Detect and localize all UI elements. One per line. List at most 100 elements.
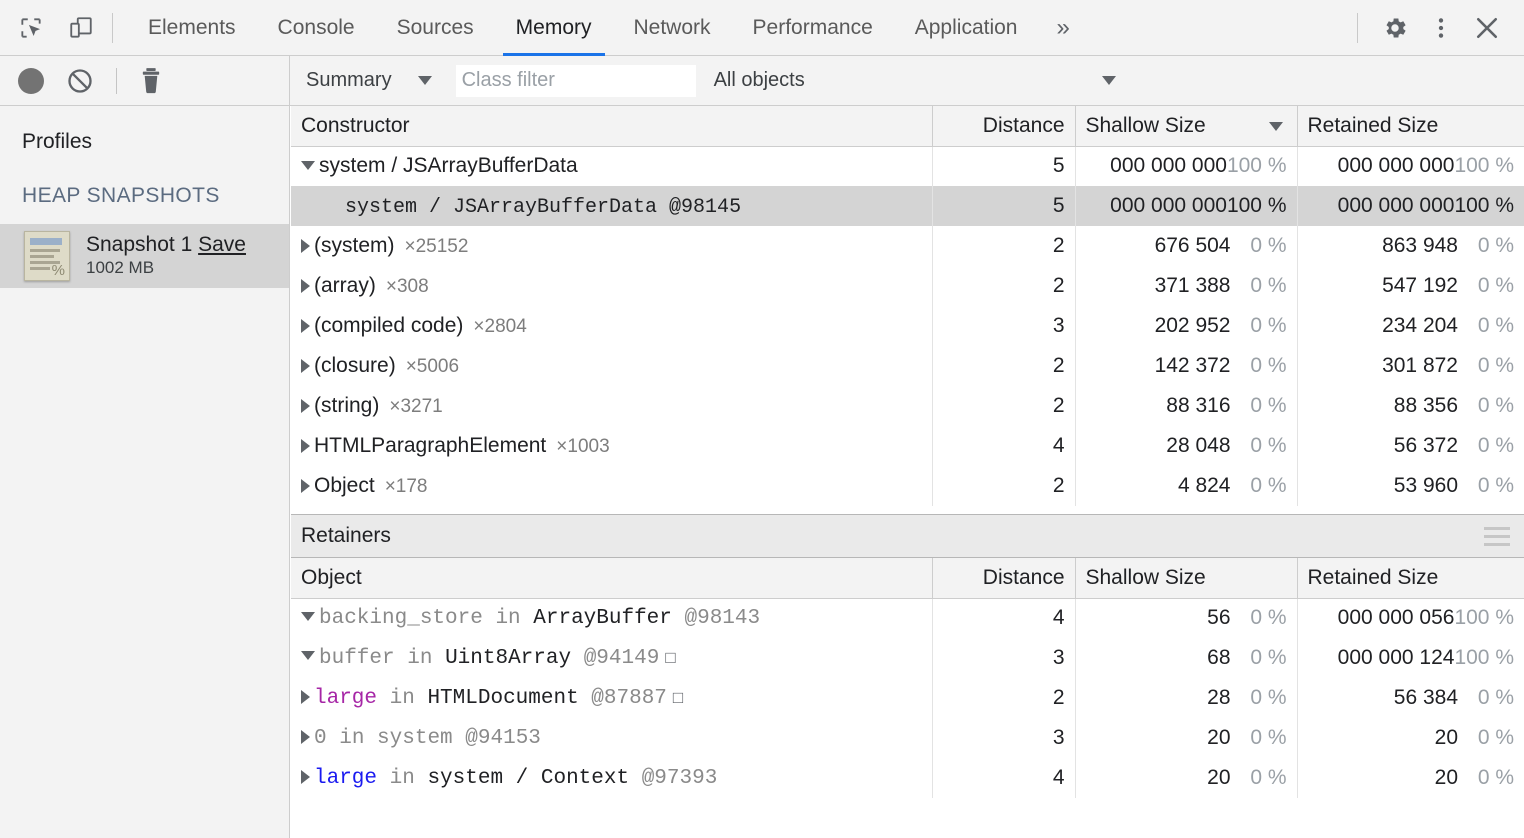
- column-header-shallow-size[interactable]: Shallow Size: [1075, 106, 1298, 147]
- expander-open-icon[interactable]: [301, 611, 315, 621]
- constructor-name: system / JSArrayBufferData @98145: [345, 195, 742, 219]
- chevron-down-icon: [417, 76, 432, 85]
- instance-count: ×178: [384, 476, 428, 497]
- snapshot-save-link[interactable]: Save: [198, 232, 246, 256]
- expander-open-icon[interactable]: [301, 651, 315, 661]
- table-row[interactable]: system / JSArrayBufferData @98145 5 000 …: [291, 186, 1524, 226]
- record-button[interactable]: [18, 67, 44, 94]
- retained-size-percent: 100 %: [1454, 194, 1514, 217]
- heap-snapshots-section-title: HEAP SNAPSHOTS: [22, 184, 220, 207]
- retainer-node-id: @87887: [591, 686, 667, 710]
- tabbar-divider: [112, 12, 113, 43]
- tab-application[interactable]: Application: [894, 0, 1039, 56]
- tab-sources[interactable]: Sources: [376, 0, 495, 56]
- retainer-node-id: @97393: [641, 766, 718, 790]
- delete-button[interactable]: [139, 67, 163, 95]
- shallow-size-cell: 142 372 0 %: [1075, 346, 1298, 386]
- more-tabs-button[interactable]: »: [1038, 0, 1087, 56]
- retained-size-value: 863 948: [1382, 234, 1458, 257]
- expander-closed-icon[interactable]: [301, 319, 310, 334]
- class-filter-input[interactable]: [455, 64, 696, 97]
- inspect-element-icon[interactable]: [14, 11, 48, 45]
- retained-size-percent: 100 %: [1454, 154, 1514, 178]
- retained-size-value: 56 384: [1393, 686, 1458, 709]
- column-header-shallow-size[interactable]: Shallow Size: [1075, 558, 1298, 599]
- expander-closed-icon[interactable]: [301, 729, 310, 744]
- three-dots-vertical-icon[interactable]: [1420, 7, 1462, 49]
- tab-elements[interactable]: Elements: [127, 0, 257, 56]
- retainers-table: Object Distance Shallow Size Retained Si…: [291, 558, 1524, 798]
- distance-cell: 4: [932, 598, 1076, 638]
- recording-controls: [0, 55, 290, 106]
- clear-button[interactable]: [66, 67, 94, 95]
- shallow-size-value: 676 504: [1154, 234, 1231, 257]
- retained-size-percent: 100 %: [1454, 646, 1514, 669]
- retainer-property: large: [314, 766, 378, 790]
- device-toolbar-icon[interactable]: [64, 11, 98, 45]
- retainers-section-header: Retainers: [291, 514, 1524, 558]
- close-icon[interactable]: [1466, 7, 1508, 49]
- distance-cell: 2: [932, 678, 1076, 718]
- tab-console[interactable]: Console: [257, 0, 376, 56]
- expander-closed-icon[interactable]: [301, 359, 310, 374]
- object-cell: large in HTMLDocument @87887□: [291, 678, 933, 718]
- expander-closed-icon[interactable]: [301, 239, 310, 254]
- retained-size-percent: 0 %: [1477, 274, 1514, 297]
- column-header-distance[interactable]: Distance: [932, 106, 1076, 147]
- shallow-size-percent: 0 %: [1250, 354, 1287, 377]
- shallow-size-value: 20: [1207, 726, 1231, 749]
- gear-icon[interactable]: [1374, 7, 1416, 49]
- retainer-keyword: in: [407, 646, 433, 670]
- object-cell: large in system / Context @97393: [291, 758, 933, 798]
- table-row[interactable]: backing_store in ArrayBuffer @98143 4 56…: [291, 598, 1524, 638]
- table-row[interactable]: system / JSArrayBufferData 5 000 000 000…: [291, 146, 1524, 186]
- tab-label: Sources: [396, 15, 474, 39]
- expander-closed-icon[interactable]: [301, 399, 310, 414]
- hamburger-menu-icon[interactable]: [1484, 526, 1510, 546]
- snapshot-list-item[interactable]: % Snapshot 1 Save 1002 MB: [0, 224, 289, 288]
- tab-memory[interactable]: Memory: [495, 0, 613, 56]
- objects-select[interactable]: All objects: [714, 69, 1134, 92]
- expander-closed-icon[interactable]: [301, 689, 310, 704]
- shallow-size-value: 371 388: [1154, 274, 1231, 297]
- memory-toolbar: Summary All objects: [0, 55, 1524, 106]
- expander-closed-icon[interactable]: [301, 769, 310, 784]
- tab-network[interactable]: Network: [613, 0, 732, 56]
- view-select[interactable]: Summary: [306, 64, 432, 98]
- tab-performance[interactable]: Performance: [732, 0, 894, 56]
- expander-open-icon[interactable]: [301, 161, 315, 171]
- column-header-retained-size[interactable]: Retained Size: [1297, 106, 1524, 147]
- column-header-constructor[interactable]: Constructor: [291, 106, 933, 147]
- shallow-size-value: 142 372: [1154, 354, 1231, 377]
- constructor-name: (string): [314, 394, 380, 417]
- constructor-cell: (system)×25152: [291, 226, 933, 266]
- expander-closed-icon[interactable]: [301, 279, 310, 294]
- retainers-header-row: Object Distance Shallow Size Retained Si…: [291, 558, 1524, 599]
- expander-closed-icon[interactable]: [301, 439, 310, 454]
- column-header-distance[interactable]: Distance: [932, 558, 1076, 599]
- tab-label: Elements: [148, 15, 236, 39]
- column-header-retained-size[interactable]: Retained Size: [1297, 558, 1524, 599]
- shallow-size-value: 88 316: [1166, 394, 1231, 417]
- retainer-property: backing_store: [319, 606, 483, 630]
- expander-closed-icon[interactable]: [301, 479, 310, 494]
- distance-cell: 3: [932, 718, 1076, 758]
- instance-count: ×25152: [404, 236, 469, 257]
- column-header-object[interactable]: Object: [291, 558, 933, 599]
